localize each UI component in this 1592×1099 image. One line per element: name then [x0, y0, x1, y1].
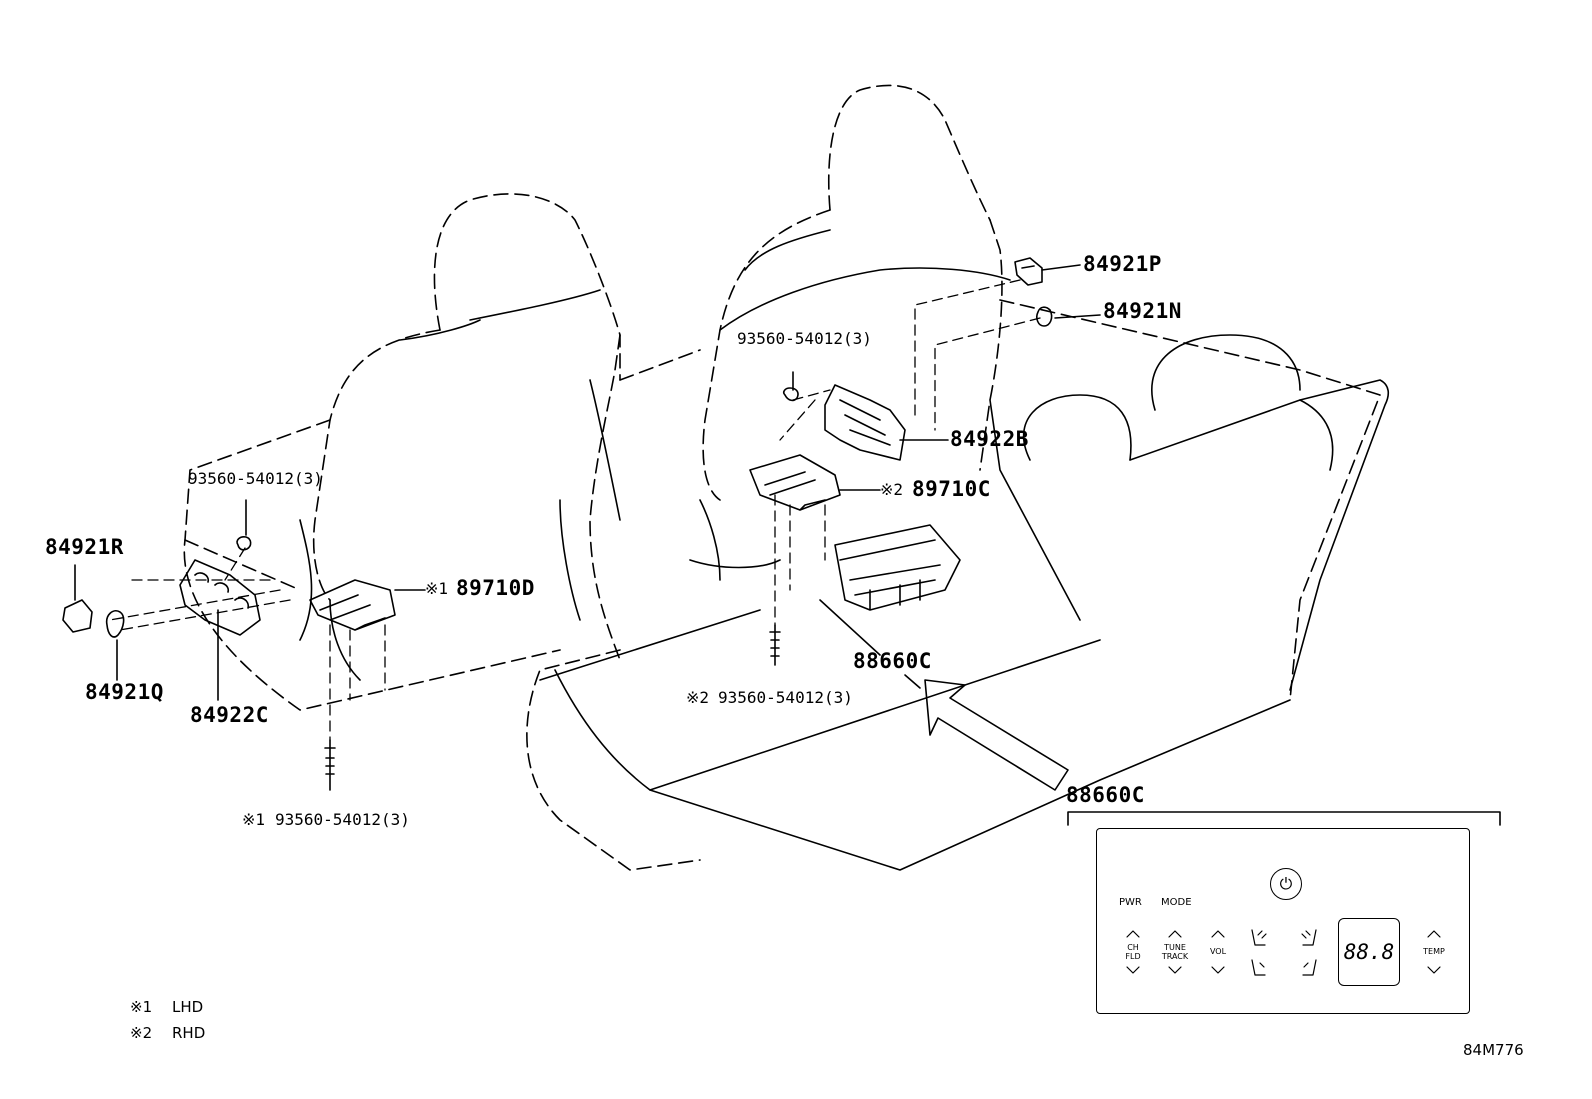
- label-bolt-mid: 93560-54012(3): [718, 688, 853, 707]
- label-84921N: 84921N: [1103, 299, 1182, 323]
- connection-lines: [109, 279, 1041, 741]
- left-seat-side: [329, 499, 581, 681]
- legend-mark-1: ※1: [130, 998, 153, 1016]
- view-arrow: [924, 679, 1069, 791]
- mark-89710C: ※2: [880, 480, 904, 499]
- panel-mode-label: MODE: [1161, 897, 1192, 908]
- rear-headrest-1: [1022, 394, 1132, 461]
- panel-arrows: [1126, 930, 1441, 974]
- leader-88660C: [819, 599, 881, 656]
- label-84921P: 84921P: [1083, 252, 1162, 276]
- legend-mark-2: ※2: [130, 1024, 153, 1042]
- panel-ch-fld-label: CH FLD: [1125, 943, 1141, 961]
- label-89710C: 89710C: [912, 477, 991, 501]
- legend-text-2: RHD: [172, 1024, 206, 1042]
- left-seat-cushion: [299, 379, 621, 641]
- control-panel-detail: [1096, 828, 1470, 1014]
- seat-heater-icons: [1251, 929, 1317, 976]
- legend-text-1: LHD: [172, 998, 204, 1016]
- panel-display: 88.8: [1338, 918, 1400, 986]
- mark-89710D: ※1: [425, 579, 449, 598]
- power-icon: ⏻: [1270, 868, 1302, 900]
- leader-lines-top: [1041, 264, 1101, 319]
- mark-bolt-left-bottom: ※1: [242, 810, 266, 829]
- detail-frame: [1067, 811, 1501, 826]
- bolt-left-upper-shape: [236, 536, 252, 551]
- label-bolt-left-top: 93560-54012(3): [188, 469, 323, 488]
- leader-88660C-arrow: [904, 674, 921, 689]
- bolt-center-lower-shape: [769, 624, 781, 666]
- label-84922B: 84922B: [950, 427, 1029, 451]
- rear-bench-top: [1129, 379, 1390, 691]
- part-84922B-shape: [824, 384, 906, 461]
- part-89710D-shape: [309, 579, 396, 631]
- mark-bolt-mid: ※2: [686, 688, 710, 707]
- rear-headrest-2: [1151, 334, 1301, 411]
- figure-id: 84M776: [1463, 1041, 1524, 1059]
- rear-bench-lines: [989, 399, 1334, 621]
- part-84921R-shape: [62, 599, 93, 633]
- label-84921Q: 84921Q: [85, 680, 164, 704]
- left-seat-back-inner: [399, 289, 601, 341]
- panel-tune-track-label: TUNE TRACK: [1161, 943, 1189, 961]
- part-84921P-shape: [1014, 257, 1043, 286]
- panel-temp-label: TEMP: [1423, 947, 1445, 956]
- label-88660C: 88660C: [853, 649, 932, 673]
- bolt-left-lower-shape: [324, 739, 336, 791]
- part-84921Q-shape: [105, 610, 125, 638]
- center-seat-shoulder: [744, 229, 831, 271]
- label-bolt-right-top: 93560-54012(3): [737, 329, 872, 348]
- part-84922C-shape: [179, 559, 261, 636]
- part-89710C-shape: [749, 454, 841, 511]
- part-84921N-shape: [1036, 306, 1053, 327]
- center-seat-outline: [526, 84, 1381, 871]
- center-seat-base: [689, 499, 781, 581]
- part-88660C-shape: [834, 524, 961, 611]
- label-88660C-detail: 88660C: [1066, 783, 1145, 807]
- label-89710D: 89710D: [456, 576, 535, 600]
- label-bolt-left-bottom: 93560-54012(3): [275, 810, 410, 829]
- center-seat-front-edge: [539, 609, 1101, 791]
- label-84921R: 84921R: [45, 535, 124, 559]
- panel-pwr-label: PWR: [1119, 897, 1142, 908]
- left-seat-outline: [183, 193, 701, 711]
- bolt-center-upper-shape: [783, 387, 799, 402]
- center-seat-back: [719, 267, 1011, 331]
- panel-vol-label: VOL: [1209, 947, 1227, 956]
- label-84922C: 84922C: [190, 703, 269, 727]
